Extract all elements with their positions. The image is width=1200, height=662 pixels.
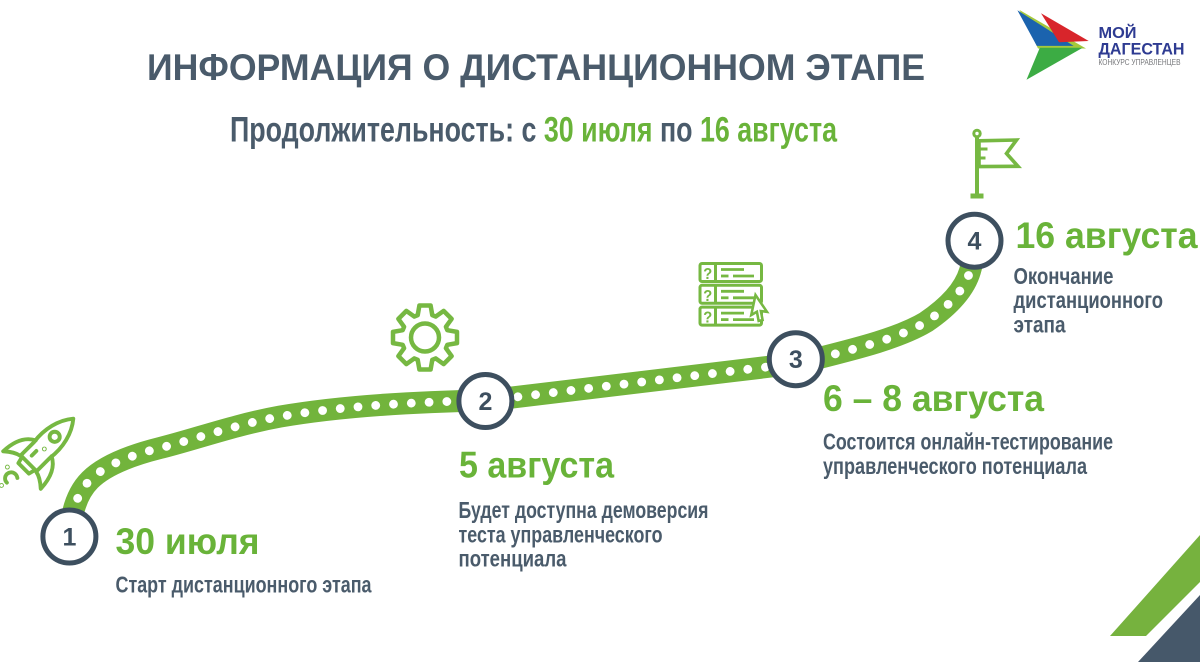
svg-text:КОНКУРС УПРАВЛЕНЦЕВ: КОНКУРС УПРАВЛЕНЦЕВ [1099,58,1181,67]
svg-text:ДАГЕСТАН: ДАГЕСТАН [1099,41,1185,59]
svg-text:16 августа: 16 августа [1016,215,1198,256]
svg-text:5 августа: 5 августа [459,445,614,486]
svg-text:3: 3 [789,346,803,374]
svg-text:4: 4 [968,228,982,256]
svg-text:Будет доступна демоверсия: Будет доступна демоверсия [459,497,709,523]
svg-text:дистанционного: дистанционного [1014,287,1164,313]
svg-text:Продолжительность: с 30 июля п: Продолжительность: с 30 июля по 16 авгус… [230,110,837,149]
svg-text:МОЙ: МОЙ [1099,24,1137,42]
svg-text:Старт дистанционного этапа: Старт дистанционного этапа [116,572,372,598]
svg-text:6 – 8 августа: 6 – 8 августа [823,378,1044,419]
svg-text:?: ? [703,266,712,283]
svg-text:ИНФОРМАЦИЯ О ДИСТАНЦИОННОМ ЭТА: ИНФОРМАЦИЯ О ДИСТАНЦИОННОМ ЭТАПЕ [147,47,925,88]
svg-text:этапа: этапа [1014,311,1066,337]
svg-text:1: 1 [62,524,76,552]
svg-text:управленческого потенциала: управленческого потенциала [823,453,1087,479]
svg-text:Окончание: Окончание [1014,263,1114,289]
svg-text:2: 2 [478,388,492,416]
svg-text:Состоится онлайн-тестирование: Состоится онлайн-тестирование [823,429,1113,455]
svg-text:потенциала: потенциала [459,546,567,572]
svg-text:30 июля: 30 июля [116,521,260,562]
svg-text:теста управленческого: теста управленческого [459,521,663,547]
